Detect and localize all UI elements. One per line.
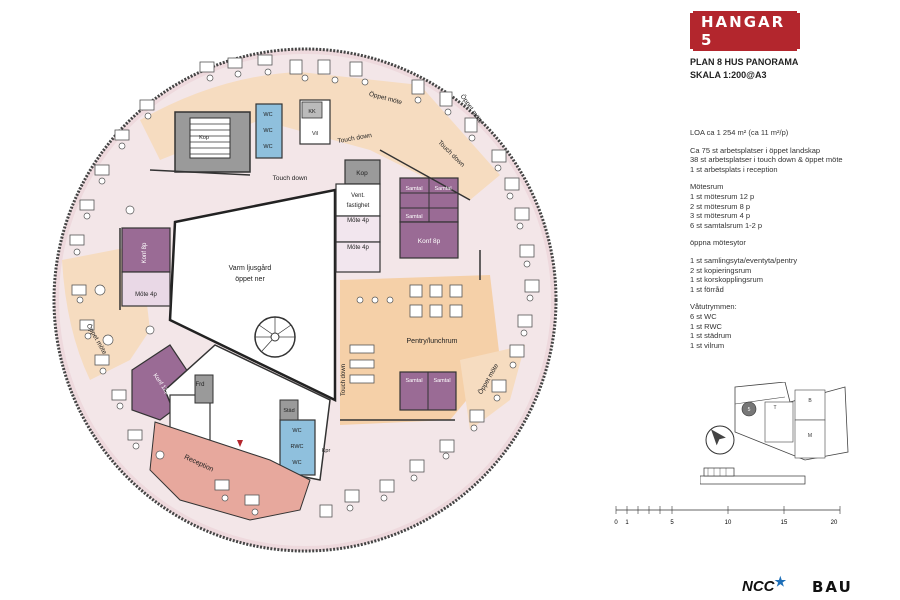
wet-header: Våtutrymmen:	[690, 302, 737, 312]
vent-room	[335, 183, 381, 217]
meeting-line-2: 2 st mötesrum 8 p	[690, 201, 751, 211]
konf8p-label-right: Konf 8p	[418, 238, 441, 245]
conference-8p-right	[399, 221, 459, 259]
hangar5-logo: HANGAR 5	[690, 11, 800, 51]
pentry-label: Pentry/lunchrum	[407, 338, 458, 345]
info-panel: LOA ca 1 254 m² (ca 11 m²/p) Ca 75 st ar…	[690, 128, 843, 350]
plan-title-line1: PLAN 8 HUS PANORAMA	[690, 57, 799, 67]
frd-label: Frd	[196, 382, 205, 388]
kk-label: KK	[308, 109, 316, 115]
key-map: 5 T B M	[730, 382, 849, 461]
samtal-label-3: Samtal	[405, 214, 422, 220]
scale-bar: 0 1 5 10 15 20	[614, 506, 841, 526]
meeting-line-1: 1 st mötesrum 12 p	[690, 191, 755, 201]
open-line-3: 1 st korskopplingsrum	[690, 275, 763, 285]
keymap-label-m: M	[808, 433, 812, 439]
wet-line-2: 1 st RWC	[690, 321, 722, 331]
samtal-label-2: Samtal	[434, 186, 451, 192]
wet-line-4: 1 st vilrum	[690, 340, 725, 350]
atrium-label: Varm ljusgård	[229, 264, 272, 272]
scale-tick-10: 10	[725, 520, 732, 526]
open-line-4: 1 st förråd	[690, 284, 724, 294]
compass-icon	[705, 425, 735, 455]
wc-label-2: WC	[263, 128, 272, 134]
scale-tick-0: 0	[614, 520, 618, 526]
vent-sublabel: fastighet	[347, 203, 370, 209]
wc-label-3: WC	[263, 144, 272, 150]
wet-line-1: 6 st WC	[690, 311, 717, 321]
meeting-4p-label-b: Möte 4p	[347, 245, 369, 251]
keymap-building-marker	[741, 401, 757, 417]
kop-label-top: Kop	[356, 170, 368, 177]
wc-block-top	[255, 103, 283, 159]
samtal-label-1: Samtal	[405, 186, 422, 192]
konf8p-label-left: Konf 8p	[142, 242, 148, 263]
wc-block-bottom	[279, 419, 316, 476]
meeting-header: Mötesrum	[690, 182, 724, 192]
touchdown-label-4: Touch down	[341, 364, 347, 396]
bau-logo: BAU	[812, 578, 853, 596]
vent-label: Vent.	[351, 193, 365, 199]
meeting-room-4p-b	[335, 241, 381, 273]
vil-label: Vil	[312, 131, 318, 137]
ncc-text: NCC	[742, 578, 775, 595]
samtal-label-4: Samtal	[405, 378, 422, 384]
ncc-logo: NCC★	[742, 574, 786, 595]
workplaces-line-2: 38 st arbetsplatser i touch down & öppet…	[690, 155, 843, 165]
wc-label-5: WC	[292, 460, 301, 466]
desk-groups	[69, 54, 540, 518]
scale-tick-5: 5	[670, 520, 674, 526]
keymap-label-t: T	[773, 405, 776, 411]
conference-8p-left	[121, 227, 171, 273]
chairs	[73, 68, 534, 516]
stad-label: Städ	[283, 408, 294, 414]
samtal-label-5: Samtal	[433, 378, 450, 384]
open-line-2: 2 st kopieringsrum	[690, 265, 752, 275]
kop-label-2: Kop	[199, 135, 209, 141]
wc-label-4: WC	[292, 428, 301, 434]
site-building-strip	[700, 467, 806, 485]
meeting-room-4p-c	[121, 271, 171, 307]
workplaces-line-1: Ca 75 st arbetsplatser i öppet landskap	[690, 145, 821, 155]
kpr-label: Kpr	[322, 448, 331, 454]
touchdown-label-1: Touch down	[273, 175, 308, 182]
meeting-room-4p-a	[335, 215, 381, 243]
meeting-4p-label-c: Möte 4p	[135, 292, 157, 298]
entrance-marker-icon	[237, 440, 243, 447]
kop-room-top	[344, 159, 381, 185]
wet-line-3: 1 st städrum	[690, 331, 732, 341]
meeting-line-4: 6 st samtalsrum 1-2 p	[690, 220, 763, 230]
scale-tick-1: 1	[625, 520, 629, 526]
plan-title: PLAN 8 HUS PANORAMA SKALA 1:200@A3	[690, 56, 798, 82]
open-line-1: 1 st samlingsyta/eventyta/pentry	[690, 255, 798, 265]
scale-tick-15: 15	[781, 520, 788, 526]
scale-tick-20: 20	[831, 520, 838, 526]
workplaces-line-3: 1 st arbetsplats i reception	[690, 164, 778, 174]
logo-text: HANGAR 5	[693, 11, 797, 51]
star-icon: ★	[774, 574, 787, 589]
atrium-sublabel: öppet ner	[235, 276, 265, 283]
rwc-label: RWC	[290, 444, 303, 450]
floor-plan: Varm ljusgård öppet ner Kop Vent. fastig…	[52, 47, 558, 553]
atrium	[168, 188, 337, 402]
open-header: öppna mötesytor	[690, 238, 746, 248]
plan-title-line2: SKALA 1:200@A3	[690, 70, 767, 80]
area-text: LOA ca 1 254 m² (ca 11 m²/p)	[690, 128, 789, 137]
keymap-label-5: 5	[748, 407, 751, 413]
keymap-label-b: B	[808, 398, 812, 404]
meeting-line-3: 3 st mötesrum 4 p	[690, 211, 751, 221]
wc-label-1: WC	[263, 112, 272, 118]
meeting-4p-label-a: Möte 4p	[347, 218, 369, 224]
reception-zone	[149, 421, 311, 521]
